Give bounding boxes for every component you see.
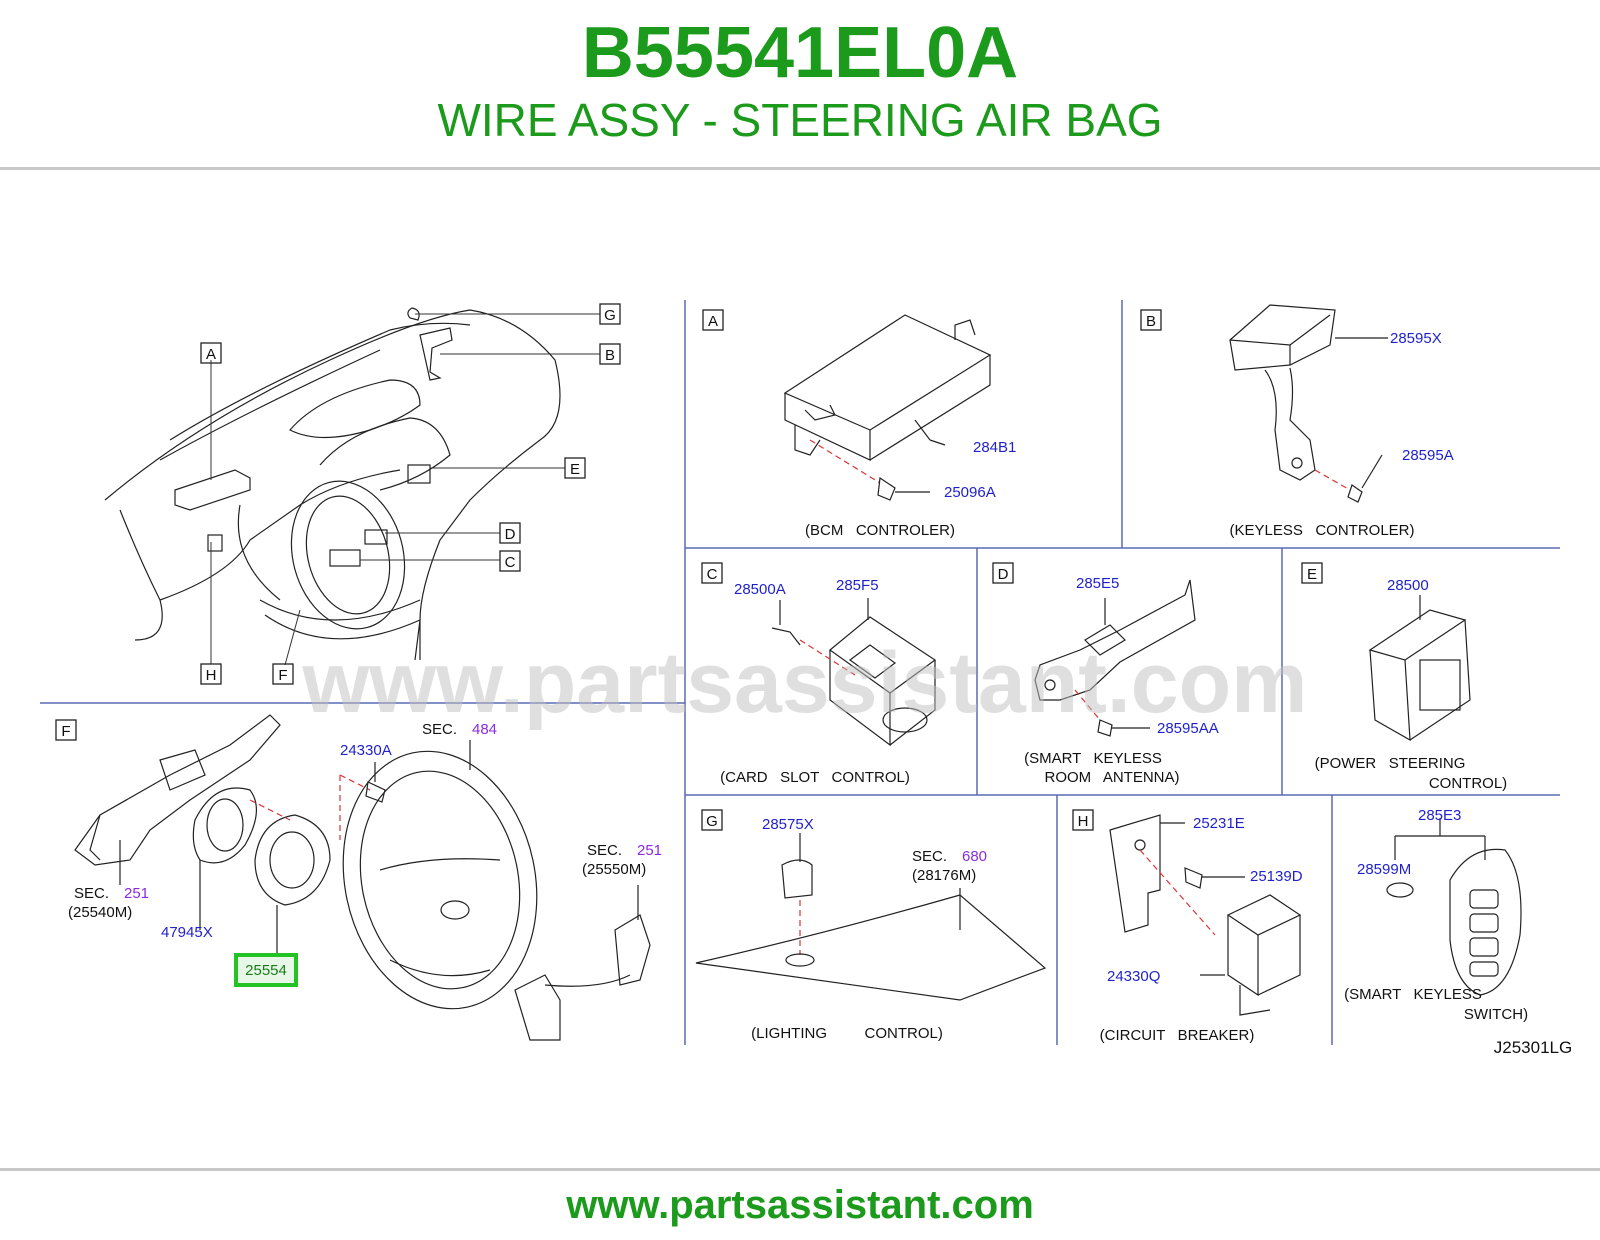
panel-box-b bbox=[1140, 309, 1162, 331]
panel-letter-h: H bbox=[1078, 813, 1089, 830]
caption-circuit-breaker: (CIRCUIT BREAKER) bbox=[1100, 1027, 1255, 1044]
panel-letter-d: D bbox=[998, 566, 1009, 583]
part-28500[interactable]: 28500 bbox=[1387, 577, 1429, 594]
caption-control-line2: CONTROL) bbox=[1429, 775, 1507, 792]
sec-number-top: 484 bbox=[472, 721, 497, 738]
caption-switch-line2: SWITCH) bbox=[1464, 1006, 1528, 1023]
panel-letter-b: B bbox=[1146, 313, 1156, 330]
part-47945x[interactable]: 47945X bbox=[161, 924, 213, 941]
sec-number-left: 251 bbox=[124, 885, 149, 902]
caption-smart-keyless-line1: (SMART KEYLESS bbox=[1024, 750, 1162, 767]
part-25096a[interactable]: 25096A bbox=[944, 484, 996, 501]
callout-box-b bbox=[599, 343, 621, 365]
part-285f5[interactable]: 285F5 bbox=[836, 577, 879, 594]
sec-number-right: 251 bbox=[637, 842, 662, 859]
callout-box-g bbox=[599, 303, 621, 325]
highlight-box-25554 bbox=[234, 953, 298, 987]
panel-box-f bbox=[55, 719, 77, 741]
sec-label-right: SEC. bbox=[587, 842, 622, 859]
power-steering-control-drawing bbox=[1368, 595, 1471, 742]
panel-grid-lines bbox=[40, 300, 1560, 1045]
sec-label-g: SEC. bbox=[912, 848, 947, 865]
caption-lighting-control: (LIGHTING CONTROL) bbox=[751, 1025, 943, 1042]
part-285e3[interactable]: 285E3 bbox=[1418, 807, 1461, 824]
sec-label-left: SEC. bbox=[74, 885, 109, 902]
panel-letter-f: F bbox=[61, 723, 70, 740]
callout-letter-f: F bbox=[278, 667, 287, 684]
overview-leader-lines bbox=[210, 313, 600, 666]
keyless-controller-drawing bbox=[1229, 304, 1388, 503]
part-25231e[interactable]: 25231E bbox=[1193, 815, 1245, 832]
smart-keyless-switch-drawing bbox=[1386, 818, 1522, 996]
header-divider bbox=[0, 167, 1600, 170]
panel-letter-c: C bbox=[707, 566, 718, 583]
callout-box-d bbox=[499, 522, 521, 544]
caption-keyless-controler: (KEYLESS CONTROLER) bbox=[1229, 522, 1414, 539]
footer-url[interactable]: www.partsassistant.com bbox=[566, 1183, 1034, 1227]
part-25139d[interactable]: 25139D bbox=[1250, 868, 1303, 885]
panel-box-d bbox=[992, 562, 1014, 584]
diagram-code: J25301LG bbox=[1494, 1038, 1572, 1057]
part-28575x[interactable]: 28575X bbox=[762, 816, 814, 833]
part-code-title: B55541EL0A bbox=[581, 13, 1019, 93]
part-24330q[interactable]: 24330Q bbox=[1107, 968, 1160, 985]
circuit-breaker-drawing bbox=[1109, 814, 1302, 1016]
part-28599m[interactable]: 28599M bbox=[1357, 861, 1411, 878]
sec-ref-right: (25550M) bbox=[582, 861, 646, 878]
sec-ref-left: (25540M) bbox=[68, 904, 132, 921]
sec-ref-g: (28176M) bbox=[912, 867, 976, 884]
panel-box-c bbox=[701, 562, 723, 584]
panel-box-a bbox=[702, 309, 724, 331]
panel-box-h bbox=[1072, 809, 1094, 831]
callout-letter-g: G bbox=[604, 307, 616, 324]
caption-card-slot-control: (CARD SLOT CONTROL) bbox=[720, 769, 910, 786]
callout-letter-h: H bbox=[206, 667, 217, 684]
part-28595x[interactable]: 28595X bbox=[1390, 330, 1442, 347]
callout-letter-e: E bbox=[570, 461, 580, 478]
caption-room-antenna-line2: ROOM ANTENNA) bbox=[1044, 769, 1179, 786]
part-285e5[interactable]: 285E5 bbox=[1076, 575, 1119, 592]
sec-label-top: SEC. bbox=[422, 721, 457, 738]
panel-letter-e: E bbox=[1307, 566, 1317, 583]
callout-box-c bbox=[499, 550, 521, 572]
sec-number-g: 680 bbox=[962, 848, 987, 865]
caption-bcm-controler: (BCM CONTROLER) bbox=[805, 522, 955, 539]
callout-box-e bbox=[564, 457, 586, 479]
part-25554-highlighted[interactable]: 25554 bbox=[245, 962, 287, 979]
panel-letter-a: A bbox=[708, 313, 718, 330]
part-28595a[interactable]: 28595A bbox=[1402, 447, 1454, 464]
steering-components-drawing bbox=[74, 714, 651, 1041]
caption-smart-keyless-switch-line1: (SMART KEYLESS bbox=[1344, 986, 1482, 1003]
panel-box-g bbox=[701, 809, 723, 831]
callout-box-a bbox=[200, 342, 222, 364]
callout-letter-c: C bbox=[505, 554, 516, 571]
callout-box-h bbox=[200, 663, 222, 685]
callout-letter-b: B bbox=[605, 347, 615, 364]
parts-diagram: www.partsassistant.com G B A E D C H F A… bbox=[40, 300, 1572, 1057]
part-24330a[interactable]: 24330A bbox=[340, 742, 392, 759]
part-284b1[interactable]: 284B1 bbox=[973, 439, 1016, 456]
callout-box-f bbox=[272, 663, 294, 685]
dashboard-overview-drawing bbox=[104, 307, 561, 661]
part-28595aa[interactable]: 28595AA bbox=[1157, 720, 1219, 737]
panel-box-e bbox=[1301, 562, 1323, 584]
panel-letter-g: G bbox=[706, 813, 718, 830]
room-antenna-drawing bbox=[1034, 579, 1196, 737]
watermark-text: www.partsassistant.com bbox=[301, 635, 1307, 731]
part-name-subtitle: WIRE ASSY - STEERING AIR BAG bbox=[437, 94, 1163, 146]
callout-letter-d: D bbox=[505, 526, 516, 543]
footer-divider bbox=[0, 1168, 1600, 1171]
part-28500a[interactable]: 28500A bbox=[734, 581, 786, 598]
callout-letter-a: A bbox=[206, 346, 216, 363]
lighting-control-drawing bbox=[695, 833, 1047, 1001]
card-slot-drawing bbox=[771, 598, 937, 747]
bcm-controller-drawing bbox=[783, 314, 992, 501]
caption-power-steering-line1: (POWER STEERING bbox=[1315, 755, 1466, 772]
